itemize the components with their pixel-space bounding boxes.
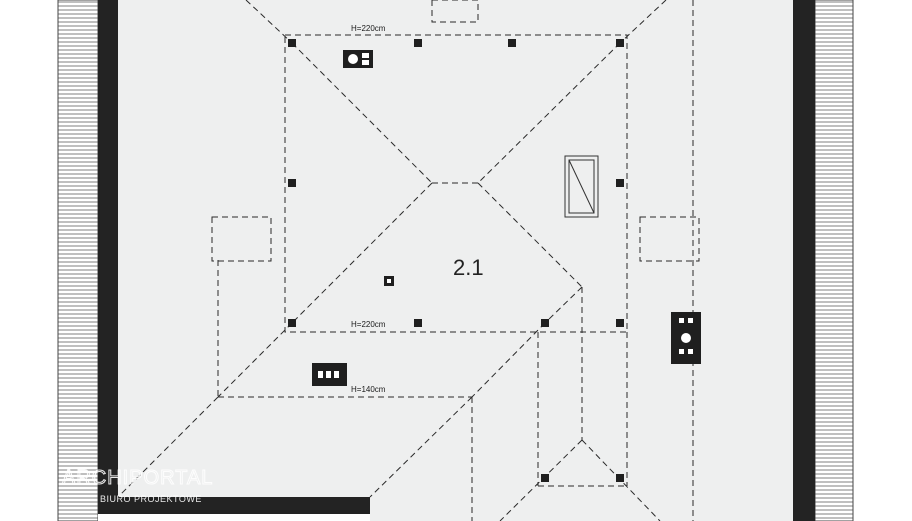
wall-left [98, 0, 118, 521]
wall-bottom-gap [98, 514, 370, 521]
post [616, 319, 624, 327]
top-opening-outline [431, 0, 479, 23]
roof-hip-lines [117, 0, 694, 521]
post [414, 39, 422, 47]
chimney-icon [343, 50, 373, 68]
room-number: 2.1 [453, 255, 484, 280]
structural-posts [288, 39, 624, 482]
chimney-vertical-icon [671, 312, 701, 364]
post [616, 179, 624, 187]
height-label-top: H=220cm [351, 24, 386, 33]
roof-window [564, 155, 599, 218]
post [541, 474, 549, 482]
post [288, 179, 296, 187]
post [508, 39, 516, 47]
post [414, 319, 422, 327]
post [288, 39, 296, 47]
window-outline-right [639, 216, 700, 262]
height-label-middle: H=220cm [351, 320, 386, 329]
wall-right [793, 0, 815, 521]
roof-hatch-left [58, 1, 98, 519]
chimney-triple-vent-icon [312, 363, 347, 386]
roof-hatch-right [815, 1, 853, 519]
vent-icon [384, 276, 394, 286]
post [616, 474, 624, 482]
post [616, 39, 624, 47]
watermark-sub: BIURO PROJEKTOWE [100, 494, 202, 504]
window-outline-left [211, 216, 272, 262]
post [541, 319, 549, 327]
watermark-brand: ARCHIPORTAL [62, 467, 213, 489]
post [288, 319, 296, 327]
ceiling-outline-main [284, 34, 628, 333]
height-label-lower: H=140cm [351, 385, 386, 394]
